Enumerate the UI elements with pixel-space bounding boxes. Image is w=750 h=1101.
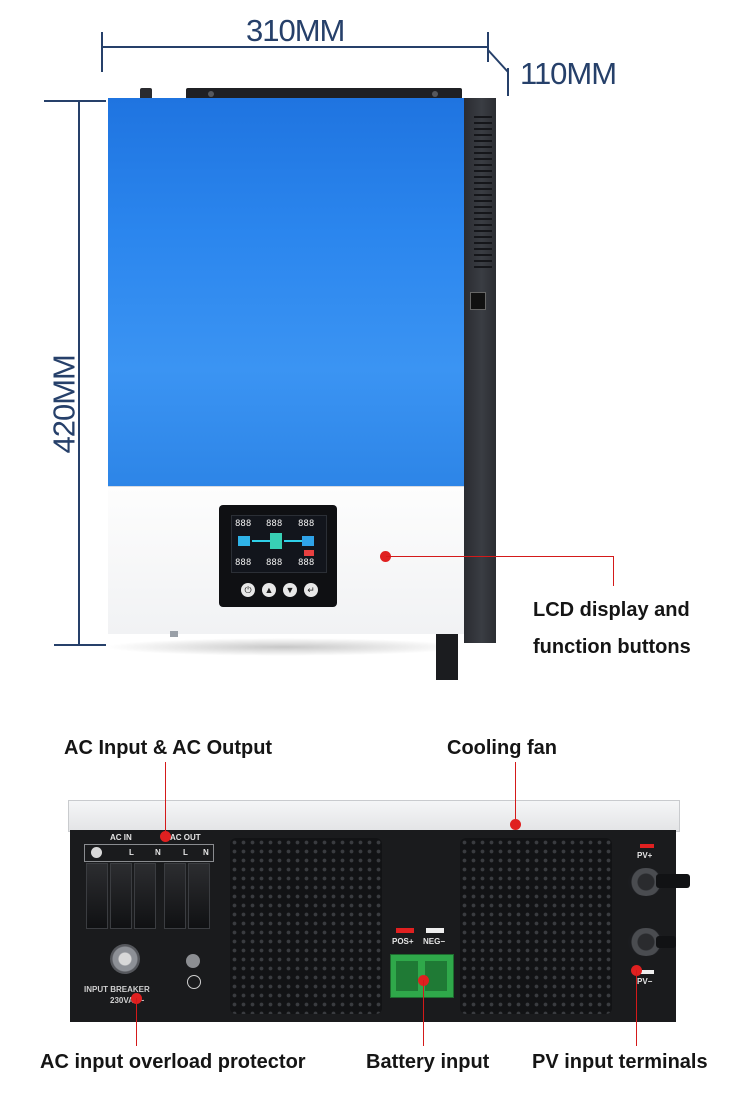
lcd-bar bbox=[284, 540, 302, 542]
ac-in-label: AC IN bbox=[110, 833, 132, 842]
lcd-callout-dot bbox=[380, 551, 391, 562]
ac-breaker-3 bbox=[134, 863, 156, 929]
overload-callout: AC input overload protector bbox=[40, 1051, 306, 1073]
ac-in-out-callout: AC Input & AC Output bbox=[64, 737, 273, 759]
terminal-l-out-label: L bbox=[183, 848, 188, 857]
depth-label: 110MM bbox=[520, 56, 617, 91]
width-label: 310MM bbox=[246, 13, 345, 48]
down-button: ▼ bbox=[283, 583, 297, 597]
fan-callout-line bbox=[515, 762, 516, 824]
rear-panel: L N L N AC IN AC OUT INPUT BREAKER 230VA… bbox=[70, 830, 690, 1022]
mounting-bracket bbox=[186, 88, 462, 100]
side-vent bbox=[474, 116, 492, 268]
ground-screw-icon bbox=[186, 954, 200, 968]
front-bottom-tab bbox=[170, 631, 178, 637]
enter-button: ↵ bbox=[304, 583, 318, 597]
cooling-fan-left bbox=[230, 838, 382, 1014]
height-dimension-tick-top bbox=[44, 100, 106, 102]
lcd-inverter-icon bbox=[270, 533, 282, 549]
pos-label: POS+ bbox=[392, 937, 414, 946]
pv-minus-label: PV− bbox=[637, 977, 653, 986]
pos-indicator bbox=[396, 928, 414, 933]
inverter-front: 888 888 888 888 888 888 ⏻ ▲ ▼ ↵ bbox=[108, 98, 464, 637]
lcd-screen: 888 888 888 888 888 888 bbox=[231, 515, 327, 573]
pv-plus-indicator bbox=[640, 844, 654, 848]
front-white-panel: 888 888 888 888 888 888 ⏻ ▲ ▼ ↵ bbox=[108, 486, 464, 634]
input-breaker-knob bbox=[110, 944, 140, 974]
lcd-callout-line-h bbox=[386, 556, 614, 557]
lcd-segment-2: 888 bbox=[266, 519, 283, 529]
terminal-n-out-label: N bbox=[203, 848, 209, 857]
lcd-grid-icon bbox=[302, 536, 314, 546]
front-shadow bbox=[104, 638, 464, 656]
overload-callout-line bbox=[136, 998, 137, 1046]
cooling-fan-callout: Cooling fan bbox=[447, 737, 557, 759]
lcd-segment-6: 888 bbox=[298, 558, 315, 568]
power-button: ⏻ bbox=[241, 583, 255, 597]
pv-minus-indicator bbox=[640, 970, 654, 974]
lcd-segment-5: 888 bbox=[266, 558, 283, 568]
lcd-load-icon bbox=[304, 550, 314, 556]
ac-terminal-block: L N L N bbox=[84, 844, 214, 862]
depth-dimension-line bbox=[487, 49, 509, 96]
side-switch bbox=[470, 292, 486, 310]
battery-input-callout: Battery input bbox=[366, 1051, 490, 1073]
pv-plus-label: PV+ bbox=[637, 851, 653, 860]
input-breaker-voltage: 230VAC~ bbox=[110, 996, 145, 1005]
lcd-callout-line2: function buttons bbox=[533, 636, 691, 658]
ground-symbol-icon bbox=[187, 975, 201, 989]
fan-callout-dot bbox=[510, 819, 521, 830]
top-knob bbox=[140, 88, 152, 100]
front-blue-panel bbox=[108, 98, 464, 486]
width-dimension-tick-left bbox=[101, 32, 103, 72]
lcd-callout-line-v bbox=[613, 556, 614, 586]
pv-plus-cable bbox=[656, 874, 690, 888]
width-dimension-tick-right bbox=[487, 32, 489, 62]
lcd-bar bbox=[252, 540, 270, 542]
cooling-fan-right bbox=[460, 838, 612, 1014]
neg-indicator bbox=[426, 928, 444, 933]
ac-callout-dot bbox=[160, 831, 171, 842]
ac-out-label: AC OUT bbox=[170, 833, 201, 842]
ac-breaker-2 bbox=[110, 863, 132, 929]
side-panel bbox=[464, 98, 496, 643]
pv-minus-cable bbox=[656, 936, 676, 948]
height-label: 420MM bbox=[46, 355, 82, 454]
lcd-segment-4: 888 bbox=[235, 558, 252, 568]
ground-symbol-icon bbox=[91, 847, 102, 858]
input-breaker-label: INPUT BREAKER bbox=[84, 985, 150, 994]
ac-breaker-5 bbox=[188, 863, 210, 929]
lcd-callout-line1: LCD display and bbox=[533, 599, 690, 621]
ac-breaker-4 bbox=[164, 863, 186, 929]
side-connector bbox=[436, 632, 458, 680]
pv-terminals-callout: PV input terminals bbox=[532, 1051, 708, 1073]
lcd-solar-icon bbox=[238, 536, 250, 546]
battery-callout-line bbox=[423, 980, 424, 1046]
up-button: ▲ bbox=[262, 583, 276, 597]
rear-top-cover bbox=[68, 800, 680, 832]
height-dimension-line bbox=[78, 100, 80, 645]
terminal-l-label: L bbox=[129, 848, 134, 857]
ac-breaker-1 bbox=[86, 863, 108, 929]
terminal-n-label: N bbox=[155, 848, 161, 857]
pv-callout-line bbox=[636, 970, 637, 1046]
lcd-display-panel: 888 888 888 888 888 888 ⏻ ▲ ▼ ↵ bbox=[219, 505, 337, 607]
neg-label: NEG− bbox=[423, 937, 446, 946]
height-dimension-tick-bottom bbox=[54, 644, 106, 646]
lcd-segment-1: 888 bbox=[235, 519, 252, 529]
width-dimension-line bbox=[102, 46, 488, 48]
lcd-segment-3: 888 bbox=[298, 519, 315, 529]
ac-callout-line bbox=[165, 762, 166, 836]
battery-terminal-block bbox=[390, 954, 454, 998]
